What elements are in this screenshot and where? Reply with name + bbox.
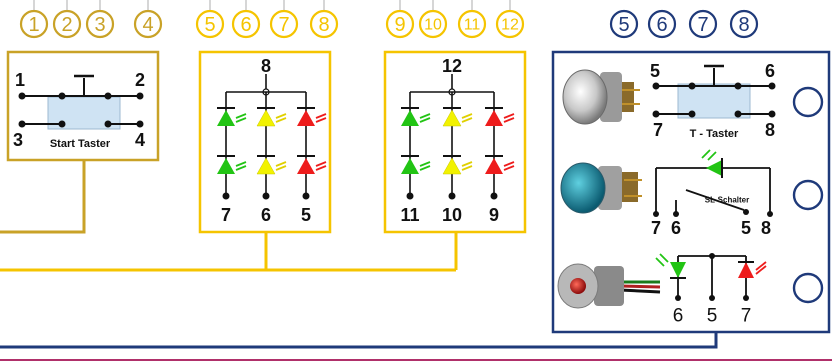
circle-label: 5 bbox=[204, 14, 215, 36]
red-led-indicator-icon bbox=[557, 263, 661, 309]
terminal-label: 11 bbox=[400, 205, 419, 225]
yellow-bus-wire bbox=[0, 232, 458, 272]
common-terminal-label: 12 bbox=[442, 56, 462, 76]
start-taster-box: 1 2 3 4 Start Taster bbox=[6, 50, 160, 162]
group3-number-circles: 9 10 11 12 bbox=[385, 9, 525, 39]
circle-label: 5 bbox=[618, 14, 629, 36]
led-yellow-icon bbox=[256, 107, 287, 175]
t-taster-caption: T - Taster bbox=[690, 128, 739, 140]
terminal-label: 6 bbox=[765, 61, 775, 81]
circle-label: 7 bbox=[278, 14, 289, 36]
start-taster-caption: Start Taster bbox=[50, 138, 111, 150]
push-button-blue-led-icon bbox=[560, 162, 642, 214]
circle-label: 8 bbox=[318, 14, 329, 36]
terminal-label: 5 bbox=[301, 205, 311, 225]
terminal-label: 7 bbox=[653, 120, 663, 140]
header-ticks bbox=[33, 0, 511, 10]
terminal-label: 10 bbox=[442, 205, 462, 225]
terminal-label: 6 bbox=[671, 218, 681, 238]
push-button-metal-icon bbox=[562, 69, 640, 125]
circle-label: 3 bbox=[94, 14, 105, 36]
led-yellow-icon bbox=[442, 107, 473, 175]
terminal-label: 6 bbox=[261, 205, 271, 225]
component-panel: 5 6 7 8 T - Taster SL-Schal bbox=[551, 50, 831, 334]
gold-bus-wire bbox=[0, 160, 86, 234]
circle-label: 1 bbox=[28, 14, 39, 36]
led-box-group3: 12 11 10 9 bbox=[383, 50, 527, 234]
navy-bus-wire bbox=[0, 332, 718, 349]
led-green-icon bbox=[217, 107, 247, 174]
terminal-label: 5 bbox=[650, 61, 660, 81]
terminal-label: 7 bbox=[651, 218, 661, 238]
terminal-label: 7 bbox=[741, 306, 752, 327]
terminal-label: 5 bbox=[741, 218, 751, 238]
indicator-circle bbox=[792, 272, 824, 304]
circle-label: 11 bbox=[464, 17, 481, 34]
common-terminal-label: 8 bbox=[261, 56, 271, 76]
circle-label: 6 bbox=[240, 14, 251, 36]
terminal-label: 9 bbox=[489, 205, 499, 225]
circle-label: 8 bbox=[738, 14, 749, 36]
led-red-icon bbox=[485, 107, 515, 174]
group2-number-circles: 5 6 7 8 bbox=[195, 9, 339, 39]
circle-label: 7 bbox=[697, 14, 708, 36]
terminal-label: 7 bbox=[221, 205, 231, 225]
indicator-circle bbox=[792, 179, 824, 211]
led-pair-symbol: 6 5 7 bbox=[655, 253, 767, 327]
terminal-label: 1 bbox=[15, 70, 25, 90]
led-box-group2: 8 7 6 5 bbox=[198, 50, 332, 234]
terminal-label: 5 bbox=[707, 306, 718, 327]
sl-schalter-symbol: SL-Schalter 7 6 5 8 bbox=[651, 149, 773, 238]
circle-label: 2 bbox=[61, 14, 72, 36]
group1-number-circles: 1 2 3 4 bbox=[19, 9, 163, 39]
terminal-label: 2 bbox=[135, 70, 145, 90]
sl-schalter-caption: SL-Schalter bbox=[705, 196, 749, 205]
t-taster-symbol: 5 6 7 8 T - Taster bbox=[650, 61, 776, 140]
circle-label: 9 bbox=[394, 14, 405, 36]
terminal-label: 8 bbox=[761, 218, 771, 238]
circle-label: 6 bbox=[656, 14, 667, 36]
led-red-icon bbox=[297, 107, 327, 174]
circle-label: 12 bbox=[501, 17, 519, 34]
group4-number-circles: 5 6 7 8 bbox=[609, 9, 759, 39]
led-green-icon bbox=[401, 107, 431, 174]
terminal-label: 8 bbox=[765, 120, 775, 140]
terminal-label: 6 bbox=[673, 306, 684, 327]
terminal-label: 4 bbox=[135, 130, 145, 150]
terminal-label: 3 bbox=[13, 130, 23, 150]
circle-label: 4 bbox=[142, 14, 153, 36]
circle-label: 10 bbox=[424, 17, 442, 34]
indicator-circle bbox=[792, 86, 824, 118]
